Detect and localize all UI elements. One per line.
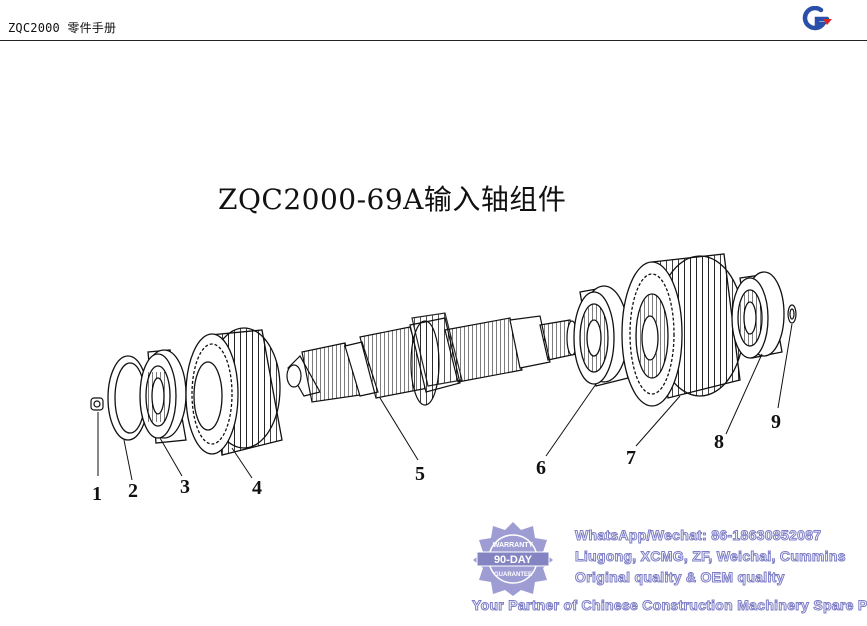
document-header-title: ZQC2000 零件手册: [8, 21, 117, 35]
watermark-brands: Liugong, XCMG, ZF, Weichai, Cummins: [575, 548, 847, 565]
seal-top-text: WARRANTY: [493, 542, 534, 549]
watermark-contact: WhatsApp/Wechat: 86-18630852087: [574, 527, 822, 544]
callout-3: 3: [180, 476, 190, 498]
part-9-retaining-ring: [787, 304, 797, 324]
callout-2: 2: [128, 480, 138, 502]
part-1-nut: [90, 397, 104, 411]
seal-bottom-text: GUARANTEE: [494, 572, 532, 578]
part-5-input-shaft: [286, 312, 578, 406]
part-3-bearing: [139, 349, 187, 444]
part-4-gear: [185, 327, 283, 456]
part-6-bearing-ring: [573, 285, 629, 387]
callout-5: 5: [415, 463, 425, 485]
callout-6: 6: [536, 457, 546, 479]
part-8-bearing: [731, 271, 785, 359]
callout-8: 8: [714, 431, 724, 453]
warranty-seal-watermark: WARRANTY 90-DAY GUARANTEE: [473, 522, 553, 596]
header-divider: [0, 40, 867, 41]
watermark-quality: Original quality & OEM quality: [575, 569, 785, 586]
watermark-slogan: Your Partner of Chinese Construction Mac…: [471, 597, 867, 614]
callout-1: 1: [92, 483, 102, 505]
leader-lines: [97, 323, 793, 481]
seal-mid-text: 90-DAY: [494, 554, 533, 566]
g-logo-icon: [802, 6, 832, 31]
part-7-large-gear: [621, 253, 745, 407]
callout-9: 9: [771, 411, 781, 433]
callout-4: 4: [252, 477, 262, 499]
diagram-title: ZQC2000-69A输入轴组件: [218, 183, 567, 216]
callout-7: 7: [626, 447, 636, 469]
